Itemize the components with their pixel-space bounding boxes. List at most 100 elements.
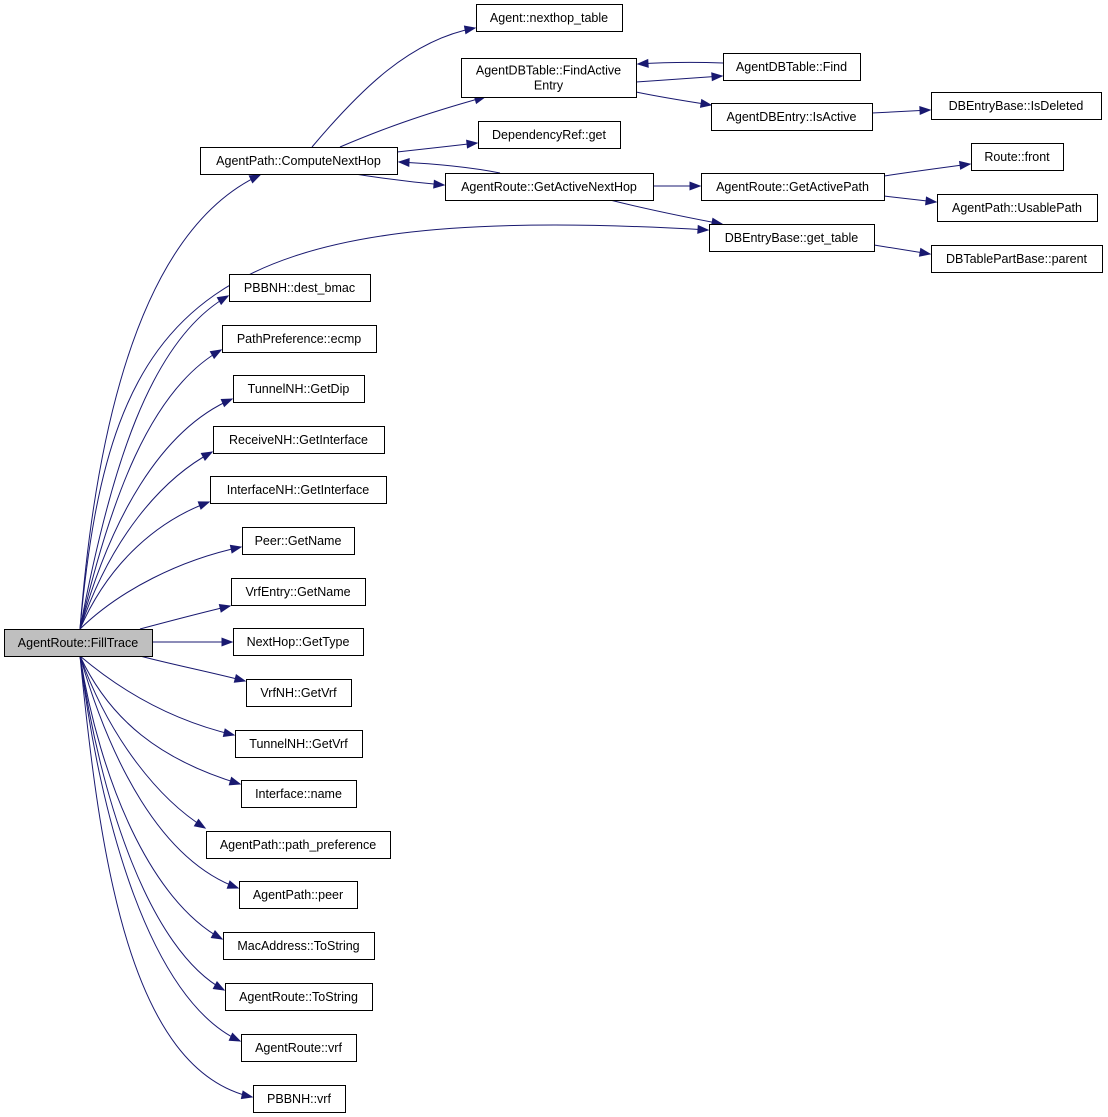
node-box [206, 831, 391, 859]
edge-n8-n1 [397, 157, 501, 174]
node-label: DBEntryBase::get_table [725, 231, 858, 245]
edge-line [79, 655, 225, 991]
node-label: AgentPath::path_preference [220, 838, 376, 852]
node-box [241, 1034, 357, 1062]
arrowhead-icon [209, 349, 223, 360]
edge-n0-n22 [139, 655, 247, 683]
node-label: Entry [534, 79, 564, 93]
graph-node[interactable]: AgentDBTable::Find [723, 53, 861, 81]
graph-node[interactable]: DBEntryBase::get_table [709, 224, 875, 252]
node-box [242, 527, 355, 555]
node-label: Interface::name [255, 787, 342, 801]
graph-node[interactable]: Route::front [971, 143, 1064, 171]
graph-node[interactable]: DependencyRef::get [478, 121, 621, 149]
arrowhead-icon [212, 981, 226, 991]
edge-n1-n7 [396, 139, 479, 153]
edge-line [79, 224, 709, 630]
node-label: Agent::nexthop_table [490, 11, 608, 25]
graph-node[interactable]: DBEntryBase::IsDeleted [931, 92, 1102, 120]
node-box [231, 578, 366, 606]
node-label: AgentDBTable::Find [736, 60, 847, 74]
edge-n0-n14 [79, 295, 230, 630]
edge-n0-n23 [79, 655, 236, 738]
arrowhead-icon [918, 247, 932, 257]
edge-n0-n27 [79, 655, 224, 940]
graph-node[interactable]: Agent::nexthop_table [476, 4, 623, 32]
graph-node[interactable]: NextHop::GetType [233, 628, 364, 656]
node-box [931, 92, 1102, 120]
edge-line [396, 142, 478, 153]
node-box [461, 58, 637, 98]
edge-line [79, 451, 213, 630]
edge-n8-n9 [653, 181, 702, 191]
graph-node[interactable]: InterfaceNH::GetInterface [210, 476, 387, 504]
root-node[interactable]: AgentRoute::FillTrace [4, 629, 153, 657]
node-box [233, 628, 364, 656]
arrowhead-icon [248, 174, 262, 184]
graph-node[interactable]: PathPreference::ecmp [222, 325, 377, 353]
edge-n9-n10 [883, 160, 972, 177]
edge-line [79, 174, 261, 630]
node-box [4, 629, 153, 657]
edge-n3-n5 [635, 91, 713, 108]
node-box [246, 679, 352, 707]
graph-node[interactable]: AgentRoute::GetActiveNextHop [445, 173, 654, 201]
edge-n0-n16 [79, 398, 234, 630]
arrowhead-icon [919, 106, 932, 116]
graph-node[interactable]: AgentRoute::ToString [225, 983, 373, 1011]
edge-line [79, 655, 253, 1098]
node-label: AgentRoute::ToString [239, 990, 358, 1004]
edge-line [79, 349, 222, 630]
node-box [937, 194, 1098, 222]
arrowhead-icon [240, 1090, 254, 1100]
graph-node[interactable]: TunnelNH::GetVrf [235, 730, 363, 758]
edge-line [398, 161, 501, 174]
node-label: AgentRoute::vrf [255, 1041, 342, 1055]
edge-line [339, 96, 486, 148]
node-label: Peer::GetName [255, 534, 342, 548]
graph-node[interactable]: AgentRoute::GetActivePath [701, 173, 885, 201]
arrowhead-icon [463, 25, 477, 35]
graph-node[interactable]: VrfNH::GetVrf [246, 679, 352, 707]
node-label: TunnelNH::GetVrf [249, 737, 348, 751]
edge-line [637, 61, 724, 65]
graph-node[interactable]: Interface::name [241, 780, 357, 808]
node-label: AgentRoute::GetActivePath [716, 180, 869, 194]
arrowhead-icon [229, 544, 243, 554]
node-box [709, 224, 875, 252]
graph-node[interactable]: AgentPath::UsablePath [937, 194, 1098, 222]
graph-node[interactable]: ReceiveNH::GetInterface [213, 426, 385, 454]
graph-node[interactable]: AgentPath::peer [239, 881, 358, 909]
edge-n0-n20 [139, 603, 232, 630]
edge-line [139, 605, 231, 630]
graph-node[interactable]: Peer::GetName [242, 527, 355, 555]
node-label: VrfNH::GetVrf [260, 686, 337, 700]
arrowhead-icon [200, 451, 214, 461]
edge-line [79, 295, 229, 630]
edge-n1-n2 [311, 25, 477, 148]
edge-line [79, 546, 242, 630]
graph-node[interactable]: AgentRoute::vrf [241, 1034, 357, 1062]
arrowhead-icon [216, 295, 230, 306]
graph-node[interactable]: AgentPath::path_preference [206, 831, 391, 859]
graph-node[interactable]: PBBNH::dest_bmac [229, 274, 371, 302]
arrowhead-icon [197, 501, 211, 510]
graph-node[interactable]: AgentPath::ComputeNextHop [200, 147, 398, 175]
edge-n1-n3 [339, 95, 487, 148]
graph-node[interactable]: PBBNH::vrf [253, 1085, 346, 1113]
graph-node[interactable]: MacAddress::ToString [223, 932, 375, 960]
arrowhead-icon [958, 160, 972, 170]
graph-node[interactable]: TunnelNH::GetDip [233, 375, 365, 403]
node-box [229, 274, 371, 302]
arrowhead-icon [221, 637, 234, 647]
edge-n12-n13 [873, 244, 932, 257]
node-box [210, 476, 387, 504]
arrowhead-icon [466, 139, 479, 149]
node-label: AgentDBEntry::IsActive [727, 110, 857, 124]
edge-n5-n6 [871, 106, 932, 116]
graph-node[interactable]: VrfEntry::GetName [231, 578, 366, 606]
graph-node[interactable]: AgentDBEntry::IsActive [711, 103, 873, 131]
graph-node[interactable]: DBTablePartBase::parent [931, 245, 1103, 273]
